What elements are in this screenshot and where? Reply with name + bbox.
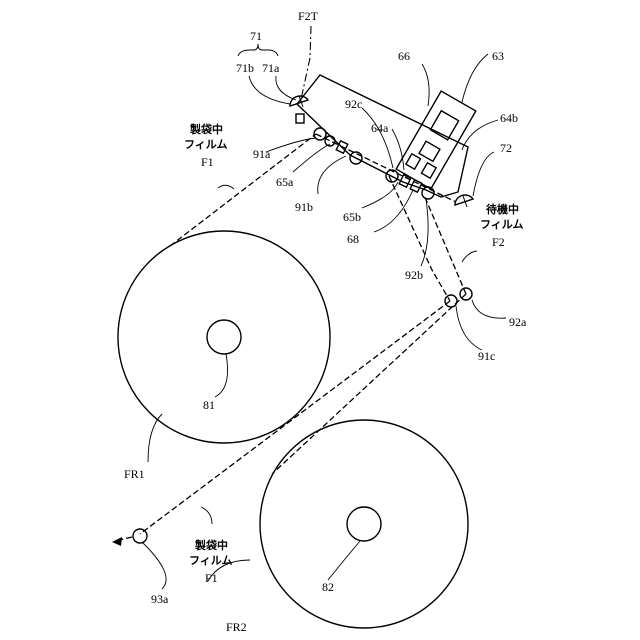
label-63: 63 <box>492 49 504 63</box>
label-f1-top: F1 <box>201 155 214 169</box>
label-66: 66 <box>398 49 410 63</box>
bracket-71 <box>238 44 278 56</box>
bagging-film-top-line1: 製袋中 <box>189 122 223 136</box>
film-roll-fr1 <box>118 231 330 443</box>
label-f1-bottom: F1 <box>205 571 218 585</box>
film-path <box>112 134 466 546</box>
label-71b: 71b <box>236 61 254 75</box>
bagging-film-top-line2: フィルム <box>184 138 228 151</box>
label-93a: 93a <box>151 592 169 606</box>
label-fr2: FR2 <box>226 620 247 634</box>
roll-core-82 <box>347 507 381 541</box>
label-68: 68 <box>347 232 359 246</box>
label-91c: 91c <box>478 349 495 363</box>
label-64b: 64b <box>500 111 518 125</box>
standby-film-line1: 待機中 <box>485 202 519 216</box>
annotation-bagging-film-bottom: 製袋中 フィルム F1 <box>189 538 233 585</box>
label-91b: 91b <box>295 200 313 214</box>
label-92c: 92c <box>345 97 362 111</box>
roller-91c <box>445 295 457 307</box>
label-64a: 64a <box>371 121 389 135</box>
roller-93a <box>133 529 147 543</box>
label-72: 72 <box>500 141 512 155</box>
label-82: 82 <box>322 580 334 594</box>
film-roll-fr2 <box>260 420 468 628</box>
roll-core-81 <box>207 320 241 354</box>
holder-71 <box>290 96 308 123</box>
label-71: 71 <box>250 29 262 43</box>
annotation-bagging-film-top: 製袋中 フィルム F1 <box>184 122 228 169</box>
label-f2: F2 <box>492 235 505 249</box>
rollers <box>133 128 472 543</box>
annotation-standby-film: 待機中 フィルム F2 <box>480 202 524 249</box>
label-65b: 65b <box>343 210 361 224</box>
bagging-film-bottom-line2: フィルム <box>189 554 233 567</box>
label-65a: 65a <box>276 175 294 189</box>
label-92a: 92a <box>509 315 527 329</box>
standby-film-line2: フィルム <box>480 218 524 231</box>
label-92b: 92b <box>405 268 423 282</box>
unit-63 <box>396 91 476 189</box>
label-81: 81 <box>203 398 215 412</box>
label-f2t: F2T <box>298 9 319 23</box>
holder-72 <box>455 195 473 207</box>
label-fr1: FR1 <box>124 467 145 481</box>
outgoing-arrow-head <box>112 537 122 546</box>
label-71a: 71a <box>262 61 280 75</box>
label-91a: 91a <box>253 147 271 161</box>
bagging-film-bottom-line1: 製袋中 <box>194 538 228 552</box>
